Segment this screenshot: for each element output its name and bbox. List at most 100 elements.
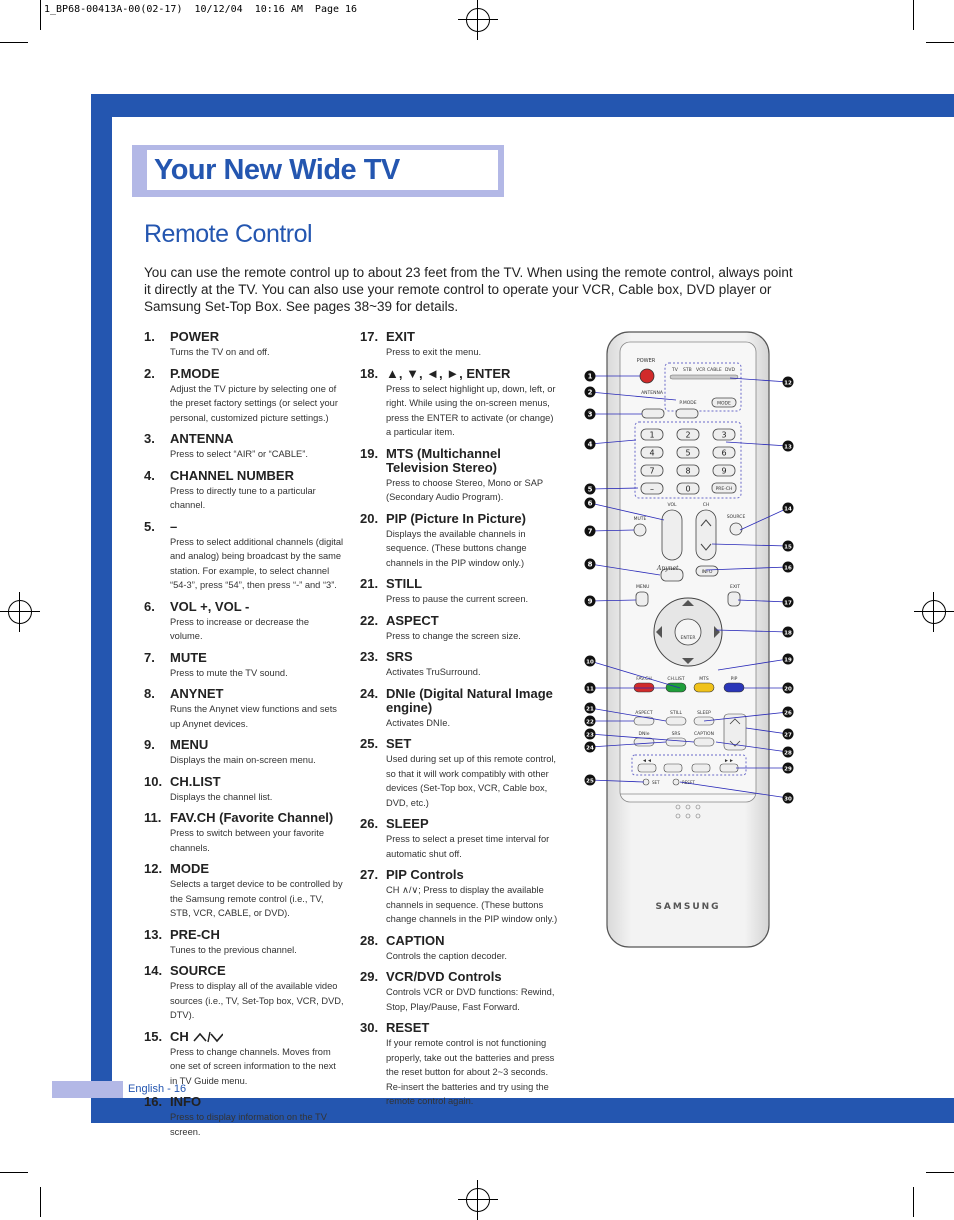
enter-button[interactable] bbox=[674, 618, 702, 646]
item-number: 3. bbox=[144, 431, 155, 446]
svg-text:SLEEP: SLEEP bbox=[697, 710, 711, 716]
item-label: MTS (Multichannel Television Stereo) bbox=[386, 446, 560, 475]
mts-button[interactable] bbox=[693, 682, 715, 693]
item-heading: 14.SOURCE bbox=[144, 964, 344, 978]
callout-number: 12 bbox=[784, 380, 792, 386]
item-description: Selects a target device to be controlled… bbox=[170, 879, 343, 918]
item-description: Press to mute the TV sound. bbox=[170, 667, 288, 678]
item-description: Press to select “AIR” or “CABLE”. bbox=[170, 449, 308, 459]
callout-number: 2 bbox=[588, 388, 593, 396]
item-label-text: PRE-CH bbox=[170, 926, 220, 942]
registration-mark-icon bbox=[0, 592, 40, 632]
digit-button[interactable] bbox=[640, 482, 664, 495]
antenna-button[interactable] bbox=[641, 408, 665, 419]
callout-leader bbox=[679, 781, 789, 799]
fast-forward-button[interactable] bbox=[719, 763, 739, 773]
callout-number: 21 bbox=[586, 706, 594, 712]
item-number: 10. bbox=[144, 773, 163, 789]
callout-number: 15 bbox=[784, 544, 792, 550]
chevron-up-down-icon bbox=[193, 1031, 224, 1043]
item-label: ASPECT bbox=[386, 612, 560, 628]
pre-ch-button[interactable] bbox=[711, 482, 737, 494]
digit-button[interactable] bbox=[712, 446, 736, 459]
pip-button[interactable] bbox=[723, 682, 745, 693]
item-label: PIP (Picture In Picture) bbox=[386, 510, 560, 526]
item-label: INFO bbox=[170, 1095, 344, 1109]
volume-rocker[interactable] bbox=[661, 509, 683, 561]
callout-leader bbox=[715, 741, 789, 753]
menu-button[interactable] bbox=[635, 591, 649, 607]
item-label: DNIe (Digital Natural Image engine) bbox=[386, 686, 560, 715]
callout-marker bbox=[584, 483, 596, 495]
item-heading: 23.SRS bbox=[360, 650, 560, 664]
caption-button[interactable] bbox=[693, 737, 715, 747]
digit-button[interactable] bbox=[640, 428, 664, 441]
play-pause-button[interactable] bbox=[691, 763, 711, 773]
item-label-text: EXIT bbox=[386, 329, 415, 344]
list-item: 11.FAV.CH (Favorite Channel)Press to swi… bbox=[144, 811, 344, 855]
stop-button[interactable] bbox=[663, 763, 683, 773]
rewind-button[interactable] bbox=[637, 763, 657, 773]
item-heading: 17.EXIT bbox=[360, 330, 560, 344]
source-button[interactable] bbox=[729, 522, 743, 536]
digit-button[interactable] bbox=[676, 446, 700, 459]
item-number: 4. bbox=[144, 467, 155, 483]
callout-leader bbox=[737, 599, 789, 603]
srs-button[interactable] bbox=[665, 737, 687, 747]
exit-button[interactable] bbox=[727, 591, 741, 607]
item-label-text: PIP (Picture In Picture) bbox=[386, 510, 526, 526]
callout-marker bbox=[782, 502, 794, 514]
item-label-text: ASPECT bbox=[386, 612, 439, 628]
favch-button[interactable] bbox=[633, 682, 655, 693]
digit-button[interactable] bbox=[676, 464, 700, 477]
item-label: STILL bbox=[386, 577, 560, 591]
digit-button[interactable] bbox=[676, 428, 700, 441]
mute-button[interactable] bbox=[633, 523, 647, 537]
mode-button[interactable] bbox=[711, 397, 737, 408]
item-label: ANYNET bbox=[170, 687, 344, 701]
item-label: SOURCE bbox=[170, 964, 344, 978]
item-description: Press to display information on the TV s… bbox=[170, 1112, 327, 1137]
callout-leader bbox=[589, 707, 667, 722]
crop-mark bbox=[913, 0, 914, 30]
brand-logo: SAMSUNG bbox=[655, 902, 720, 912]
digit-label: – bbox=[650, 485, 654, 494]
digit-label: 2 bbox=[685, 431, 690, 440]
digit-button[interactable] bbox=[676, 482, 700, 495]
item-description: Runs the Anynet view functions and sets … bbox=[170, 704, 337, 729]
digit-button[interactable] bbox=[640, 464, 664, 477]
item-label: ANTENNA bbox=[170, 432, 344, 446]
pip-ch-buttons[interactable] bbox=[723, 713, 747, 751]
callout-number: 6 bbox=[588, 499, 593, 507]
pmode-button[interactable] bbox=[675, 408, 699, 419]
info-button[interactable] bbox=[695, 565, 719, 577]
callout-marker bbox=[584, 702, 596, 714]
digit-button[interactable] bbox=[640, 446, 664, 459]
digit-button[interactable] bbox=[712, 428, 736, 441]
anynet-button[interactable] bbox=[660, 568, 684, 582]
item-label-text: P.MODE bbox=[170, 365, 220, 381]
item-description: Displays the channel list. bbox=[170, 791, 273, 802]
crop-mark bbox=[913, 1187, 914, 1217]
dnie-button[interactable] bbox=[633, 737, 655, 747]
item-description: Press to select a preset time interval f… bbox=[386, 834, 550, 859]
registration-mark-icon bbox=[458, 1180, 498, 1220]
still-button[interactable] bbox=[665, 716, 687, 726]
channel-rocker[interactable] bbox=[695, 509, 717, 561]
callout-number: 16 bbox=[784, 565, 792, 571]
reset-button[interactable] bbox=[672, 778, 680, 786]
item-label: RESET bbox=[386, 1021, 560, 1035]
svg-text:VCR: VCR bbox=[696, 367, 705, 373]
callout-marker bbox=[584, 497, 596, 509]
item-heading: 15.CH bbox=[144, 1029, 344, 1044]
digit-button[interactable] bbox=[712, 464, 736, 477]
power-button[interactable] bbox=[639, 368, 655, 384]
item-label-text: SOURCE bbox=[170, 963, 226, 978]
